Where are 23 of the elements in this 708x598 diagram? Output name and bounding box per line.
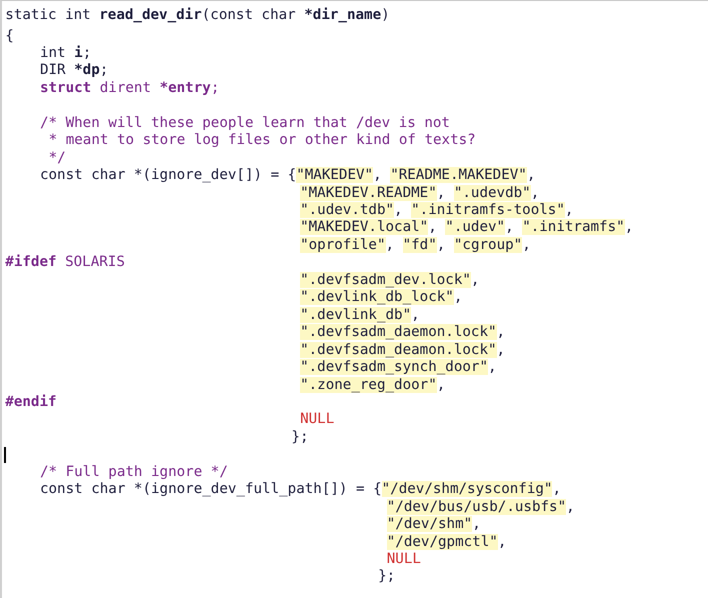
code-line: NULL (386, 551, 421, 568)
code-line: const char *(ignore_dev[]) = {"MAKEDEV", "README.MAKEDEV", (40, 167, 536, 184)
code-line: ".devlink_db_lock", (300, 289, 462, 306)
code-line: #ifdef SOLARIS (5, 254, 125, 272)
code-line: static int read_dev_dir(const char *dir_name) (5, 6, 390, 25)
code-line: /* When will these people learn that /dev is not (40, 114, 450, 132)
code-line: ".udev.tdb", ".initramfs-tools", (300, 202, 574, 219)
code-line: "MAKEDEV.local", ".udev", ".initramfs", (300, 219, 634, 236)
code-line: const char *(ignore_dev_full_path[]) = {"/dev/shm/sysconfig", (40, 481, 562, 498)
code-line: #endif (5, 394, 57, 411)
code-line: /* Full path ignore */ (40, 464, 228, 481)
code-line: { (5, 28, 14, 44)
code-line: * meant to store log files or other kind of texts? (48, 132, 476, 150)
code-line: }; (378, 568, 396, 586)
code-line: */ (48, 150, 66, 167)
code-line: ".devfsadm_dev.lock", (300, 272, 480, 289)
code-line: "/dev/gpmctl", (386, 534, 506, 551)
code-line: NULL (300, 411, 334, 428)
code-line: }; (291, 428, 308, 446)
code-line: struct dirent *entry; (40, 80, 220, 97)
code-line: int i; (40, 44, 92, 62)
code-line: "oprofile", "fd", "cgroup", (300, 236, 531, 254)
code-line: DIR *dp; (40, 62, 108, 80)
